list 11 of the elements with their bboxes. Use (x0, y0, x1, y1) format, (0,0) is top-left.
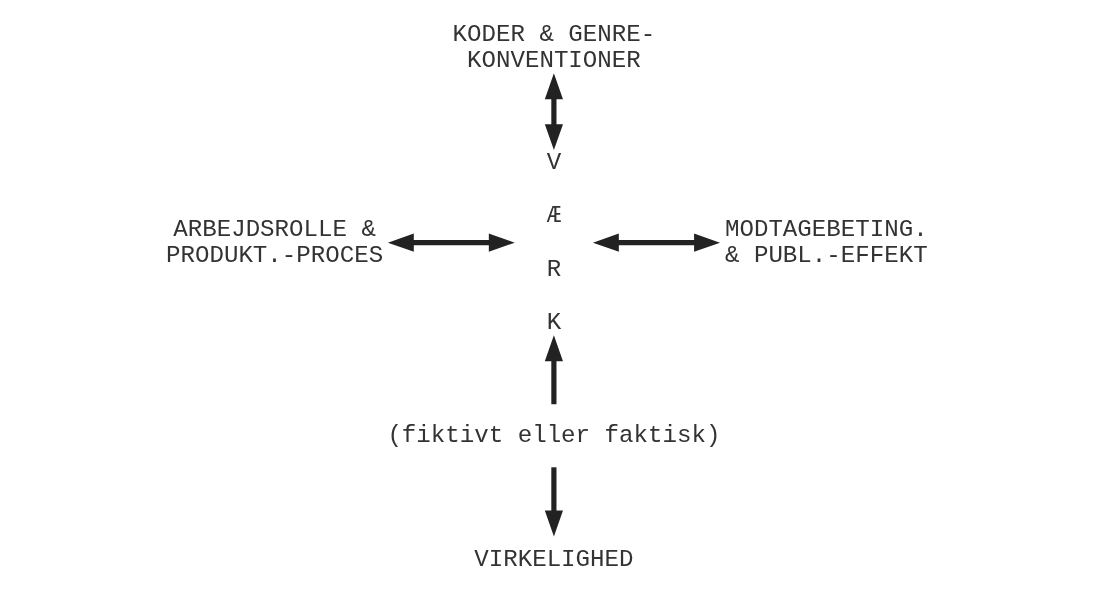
node-text: V Æ R K (546, 148, 561, 337)
node-text: ARBEJDSROLLE & PRODUKT.-PROCES (165, 216, 383, 269)
arrow (387, 233, 515, 252)
node-text: VIRKELIGHED (473, 546, 634, 574)
arrow (544, 467, 563, 537)
node-text: (fiktivt eller faktisk) (386, 422, 720, 450)
node-text: MODTAGEBETING. & PUBL.-EFFEKT (724, 216, 928, 269)
node-text: KODER & GENRE- KONVENTIONER (452, 21, 655, 75)
arrow (544, 335, 563, 405)
arrow (544, 73, 563, 151)
arrow (592, 233, 720, 252)
